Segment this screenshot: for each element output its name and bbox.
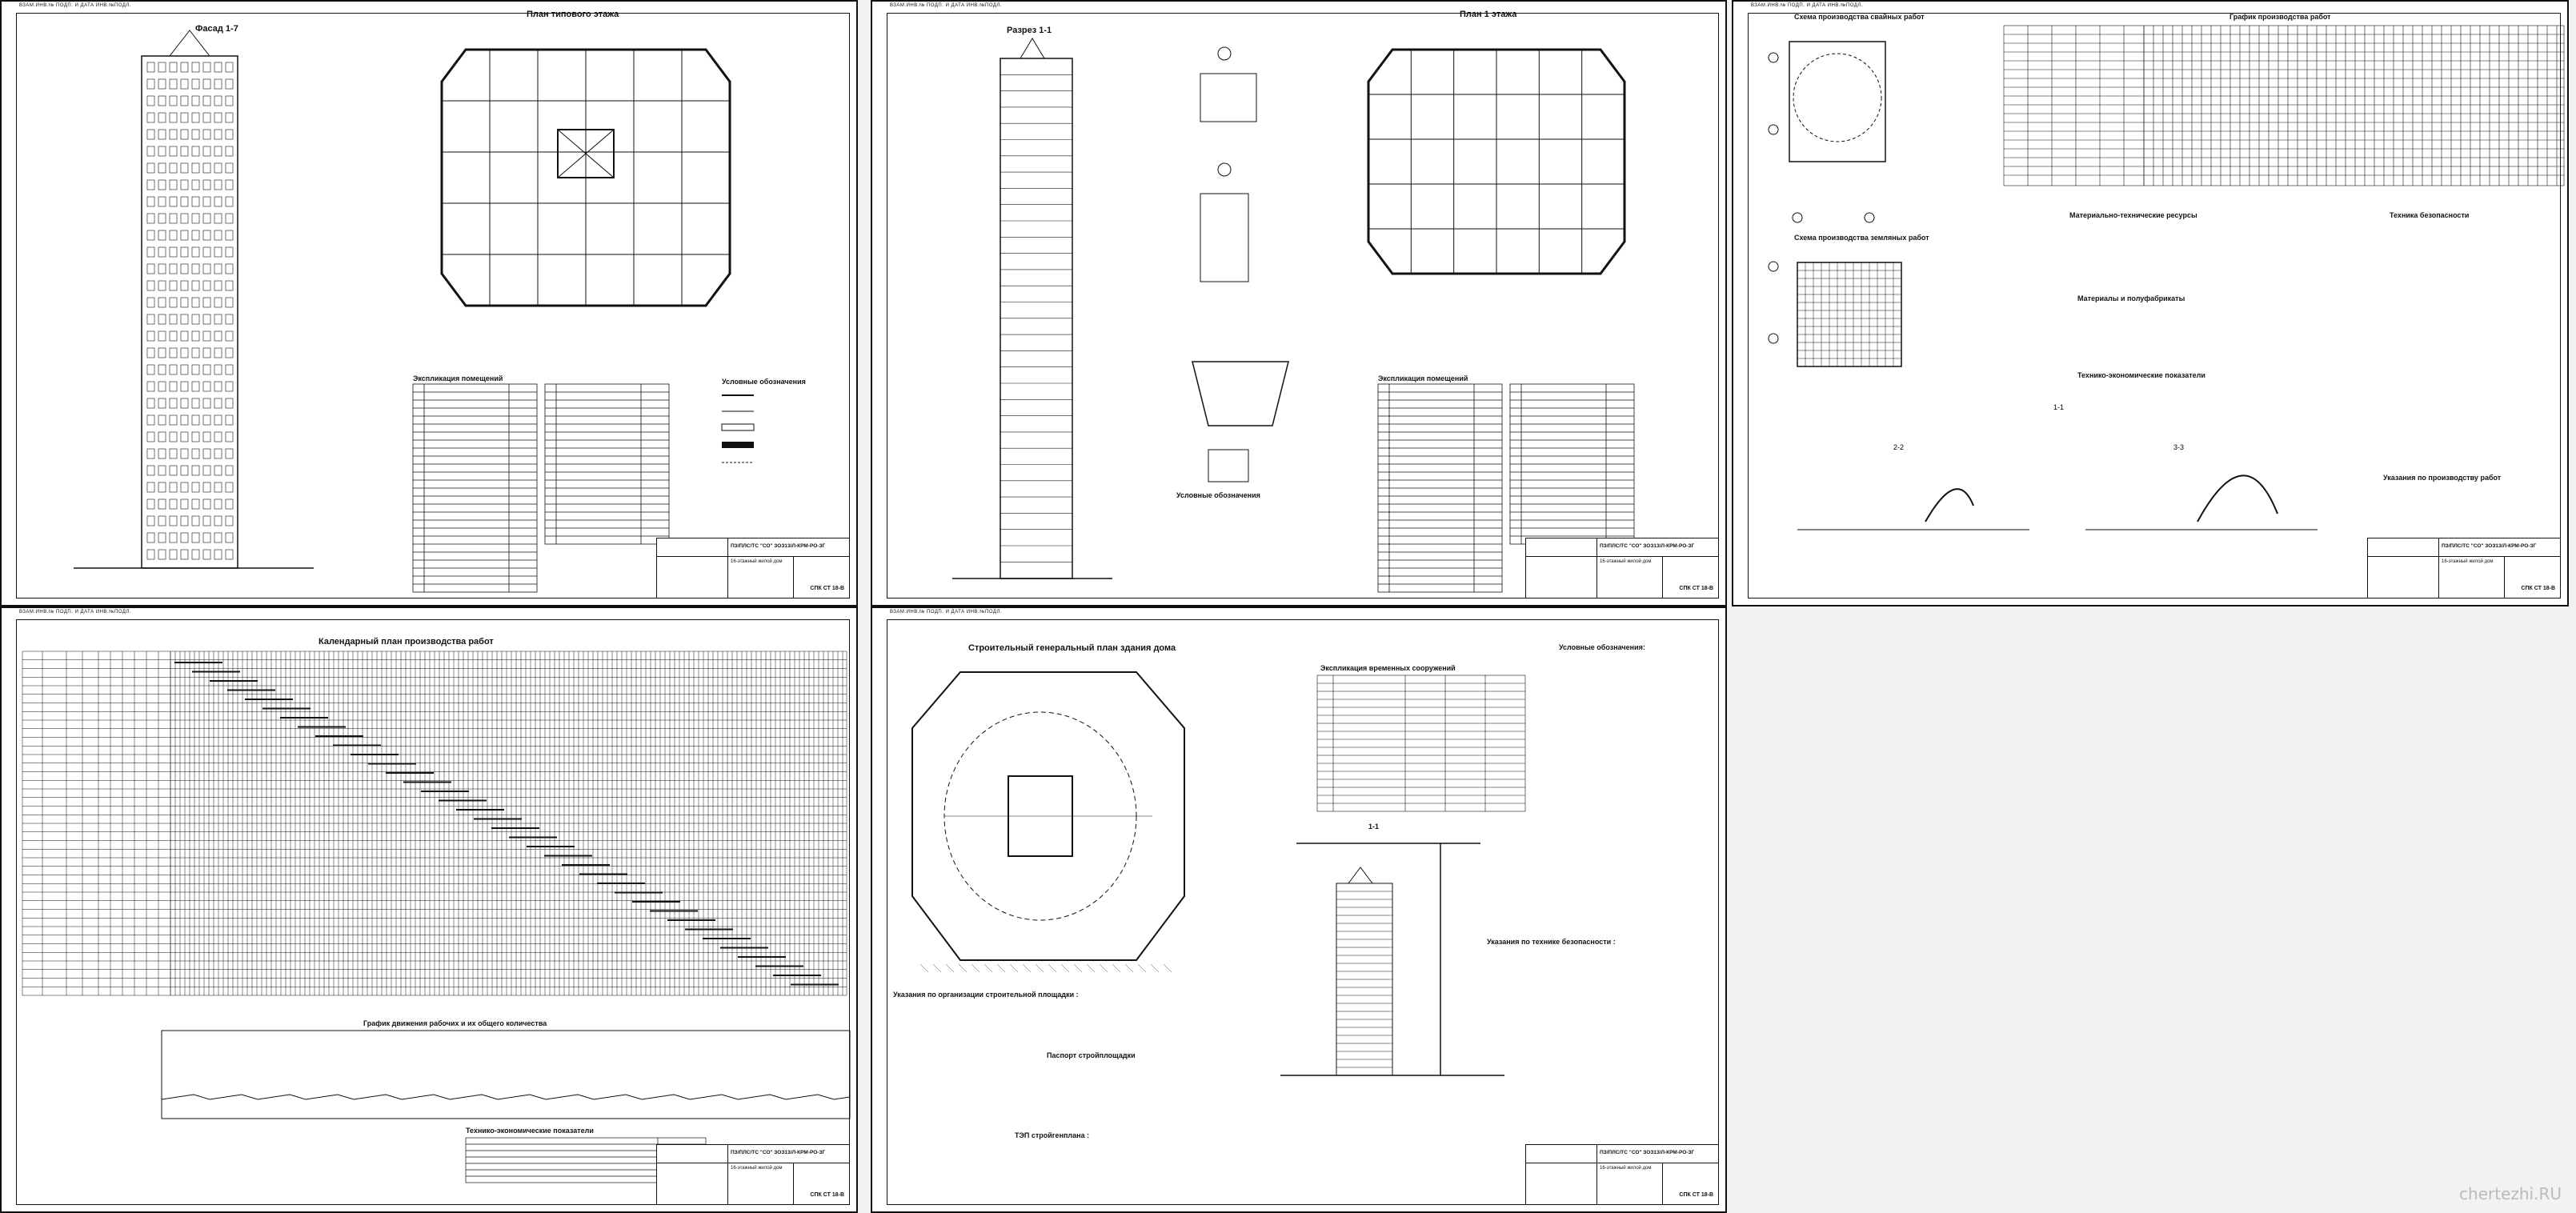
genplan-drawing	[911, 671, 1185, 973]
title-block-subtitle: 16-этажный жилой дом	[731, 1166, 783, 1171]
temp-structures-table	[1316, 675, 1526, 812]
sheet-facade-plan: ВЗАМ.ИНВ.№ ПОДП. И ДАТА ИНВ.№ПОДЛ. Фасад…	[0, 0, 858, 606]
stroy-title: Указания по организации строительной пло…	[893, 991, 1079, 999]
drawing-frame	[16, 13, 850, 598]
section-label-3: 3-3	[2173, 443, 2184, 451]
genplan-title: Строительный генеральный план здания дом…	[968, 643, 1176, 653]
facade-title: Фасад 1-7	[195, 24, 238, 34]
params-title: Паспорт стройплощадки	[1047, 1051, 1136, 1059]
safety-title-3: Техника безопасности	[2390, 211, 2470, 219]
title-block-org: СПК СТ 18-В	[810, 1192, 844, 1198]
title-block-subtitle: 16-этажный жилой дом	[1600, 559, 1652, 564]
title-block-code: ПЗ/ПЛС/ТС "СО" ЗОЗ13/Л-КРМ-РО-ЗГ	[731, 1150, 826, 1155]
legend-lines	[721, 394, 755, 463]
watermark: chertezhi.RU	[2459, 1184, 2562, 1203]
floor1-plan-title: План 1 этажа	[1460, 10, 1517, 19]
schedule-grid	[2003, 25, 2565, 186]
section-drawing	[952, 38, 1112, 579]
floor-plan-drawing	[440, 48, 731, 307]
sheet-stamp: ВЗАМ.ИНВ.№ ПОДП. И ДАТА ИНВ.№ПОДЛ.	[1751, 3, 1864, 8]
title-block-code: ПЗ/ПЛС/ТС "СО" ЗОЗ13/Л-КРМ-РО-ЗГ	[2442, 543, 2537, 549]
title-block: ПЗ/ПЛС/ТС "СО" ЗОЗ13/Л-КРМ-РО-ЗГ 16-этаж…	[656, 538, 850, 598]
schedule-title: График производства работ	[2229, 13, 2331, 21]
legend-title: Условные обозначения	[722, 378, 806, 386]
resources-title: Материально-технические ресурсы	[2069, 211, 2197, 219]
excavation-scheme	[1768, 261, 1902, 367]
calendar-title: Календарный план производства работ	[318, 637, 494, 647]
sheet-stamp: ВЗАМ.ИНВ.№ ПОДП. И ДАТА ИНВ.№ПОДЛ.	[890, 3, 1003, 8]
sheet-stamp: ВЗАМ.ИНВ.№ ПОДП. И ДАТА ИНВ.№ПОДЛ.	[890, 610, 1003, 615]
pile-scheme-title: Схема производства свайных работ	[1794, 13, 1925, 21]
section-label-5: 1-1	[1368, 823, 1380, 831]
title-block-code: ПЗ/ПЛС/ТС "СО" ЗОЗ13/Л-КРМ-РО-ЗГ	[1600, 1150, 1695, 1155]
tep-title-5: ТЭП стройгенплана :	[1015, 1131, 1090, 1139]
title-block-org: СПК СТ 18-В	[1679, 1192, 1713, 1198]
sheet-technology: ВЗАМ.ИНВ.№ ПОДП. И ДАТА ИНВ.№ПОДЛ. Схема…	[1732, 0, 2569, 606]
sheet-site-plan: ВЗАМ.ИНВ.№ ПОДП. И ДАТА ИНВ.№ПОДЛ. Строи…	[871, 606, 1727, 1213]
workers-graph-title: График движения рабочих и их общего коли…	[363, 1019, 547, 1027]
sheet-calendar-plan: ВЗАМ.ИНВ.№ ПОДП. И ДАТА ИНВ.№ПОДЛ. Кален…	[0, 606, 858, 1213]
floor1-plan-drawing	[1367, 48, 1626, 275]
title-block-code: ПЗ/ПЛС/ТС "СО" ЗОЗ13/Л-КРМ-РО-ЗГ	[1600, 543, 1695, 549]
explication-title: Экспликация помещений	[1378, 374, 1468, 382]
tep-title-3: Технико-экономические показатели	[2077, 371, 2205, 379]
sheet-stamp: ВЗАМ.ИНВ.№ ПОДП. И ДАТА ИНВ.№ПОДЛ.	[19, 3, 132, 8]
tep-title-4: Технико-экономические показатели	[466, 1127, 594, 1135]
section-title: Разрез 1-1	[1007, 26, 1052, 35]
title-block-org: СПК СТ 18-В	[810, 586, 844, 591]
drawing-frame	[16, 619, 850, 1205]
calendar-grid	[22, 651, 847, 996]
temp-structures-title: Экспликация временных сооружений	[1320, 664, 1456, 672]
title-block: ПЗ/ПЛС/ТС "СО" ЗОЗ13/Л-КРМ-РО-ЗГ 16-этаж…	[2367, 538, 2561, 598]
explication-title: Экспликация помещений	[413, 374, 503, 382]
node-details	[1192, 46, 1289, 482]
title-block-code: ПЗ/ПЛС/ТС "СО" ЗОЗ13/Л-КРМ-РО-ЗГ	[731, 543, 826, 549]
materials-title: Материалы и полуфабрикаты	[2077, 294, 2185, 302]
section-views: 1-1 2-2 3-3	[1797, 403, 2318, 530]
explication-table-2	[1377, 383, 1635, 593]
title-block: ПЗ/ПЛС/ТС "СО" ЗОЗ13/Л-КРМ-РО-ЗГ 16-этаж…	[656, 1144, 850, 1205]
drawing-frame	[1748, 13, 2561, 598]
legend-title: Условные обозначения	[1176, 491, 1260, 499]
safety-title-5: Указания по технике безопасности :	[1487, 938, 1616, 946]
explication-table	[412, 383, 670, 593]
title-block: ПЗ/ПЛС/ТС "СО" ЗОЗ13/Л-КРМ-РО-ЗГ 16-этаж…	[1525, 1144, 1719, 1205]
title-block-org: СПК СТ 18-В	[2521, 586, 2555, 591]
crane-section	[1280, 843, 1504, 1076]
title-block: ПЗ/ПЛС/ТС "СО" ЗОЗ13/Л-КРМ-РО-ЗГ 16-этаж…	[1525, 538, 1719, 598]
legend-title-5: Условные обозначения:	[1559, 643, 1645, 651]
instructions-title-3: Указания по производству работ	[2383, 474, 2502, 482]
title-block-subtitle: 16-этажный жилой дом	[731, 559, 783, 564]
title-block-org: СПК СТ 18-В	[1679, 586, 1713, 591]
sheet-section-plan: ВЗАМ.ИНВ.№ ПОДП. И ДАТА ИНВ.№ПОДЛ. Разре…	[871, 0, 1727, 606]
sheet-stamp: ВЗАМ.ИНВ.№ ПОДП. И ДАТА ИНВ.№ПОДЛ.	[19, 610, 132, 615]
facade-drawing	[74, 30, 314, 569]
title-block-subtitle: 16-этажный жилой дом	[2442, 559, 2494, 564]
pile-scheme	[1768, 41, 1886, 223]
plan-title: План типового этажа	[527, 10, 619, 19]
title-block-subtitle: 16-этажный жилой дом	[1600, 1166, 1652, 1171]
drawing-frame	[887, 13, 1719, 598]
section-label-2: 2-2	[1893, 443, 1904, 451]
drawing-frame	[887, 619, 1719, 1205]
section-label-1: 1-1	[2053, 403, 2064, 411]
excavation-scheme-title: Схема производства земляных работ	[1794, 234, 1929, 242]
workers-graph	[161, 1030, 851, 1119]
